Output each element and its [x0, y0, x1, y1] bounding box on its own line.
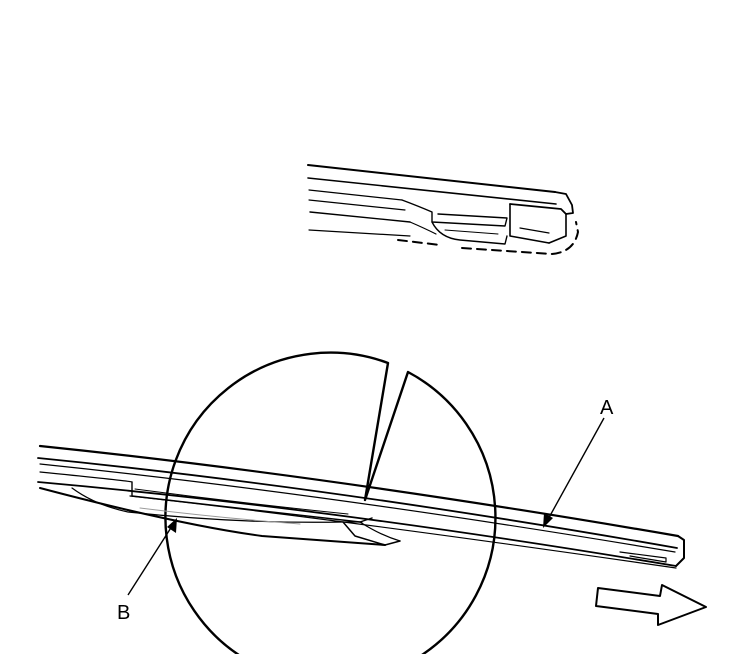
callout-b-arrowhead	[167, 518, 177, 533]
callout-a-arrowhead	[543, 513, 553, 528]
detail-blade-end	[307, 164, 579, 255]
detail-view	[164, 164, 579, 654]
callout-a: A	[543, 397, 614, 528]
detail-callout-bubble	[164, 351, 497, 654]
callout-a-label: A	[600, 397, 614, 419]
callout-b-leader	[127, 522, 175, 596]
callout-b: B	[117, 518, 177, 624]
callout-b-label: B	[117, 602, 130, 624]
hollow-arrow-right-icon	[595, 584, 707, 626]
wiper-blade	[37, 444, 685, 569]
callout-a-leader	[545, 417, 605, 524]
